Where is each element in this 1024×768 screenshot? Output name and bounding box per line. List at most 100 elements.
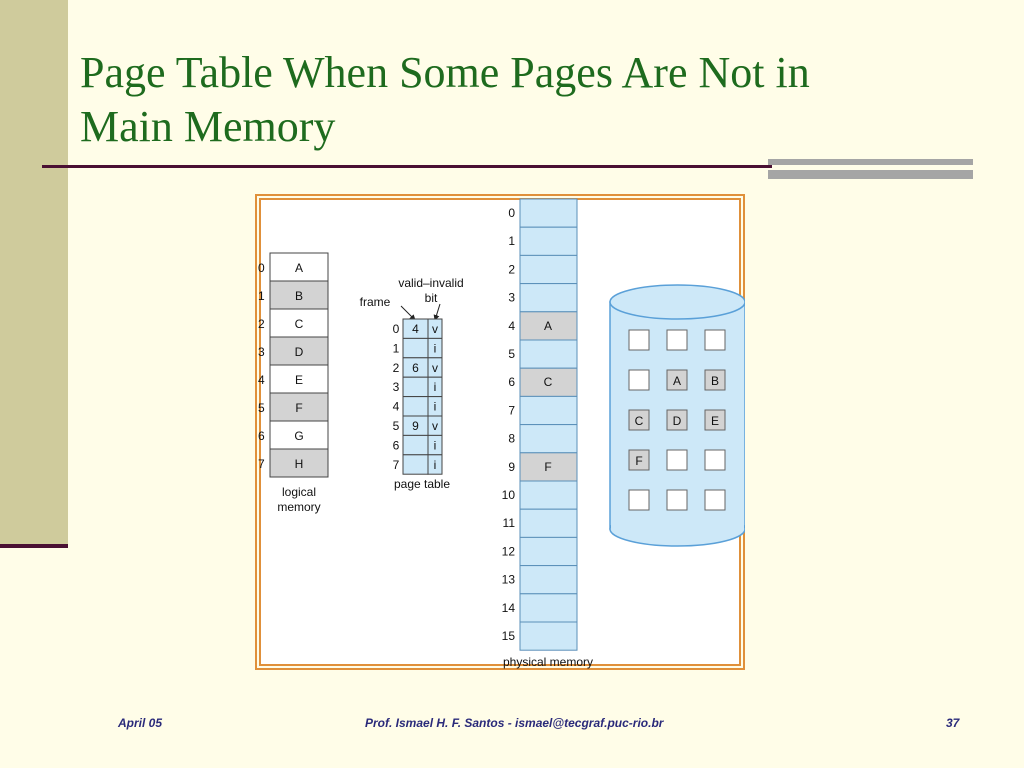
frame-arrow	[400, 305, 416, 321]
logical-page-cell	[269, 392, 329, 422]
disk-block	[628, 329, 650, 351]
title-rule-accent-top	[768, 159, 973, 165]
page-table-valid-bit: v	[432, 361, 438, 375]
physical-frame-content: C	[544, 375, 553, 389]
logical-page-index: 1	[258, 289, 265, 303]
physical-frame-index: 1	[508, 234, 515, 248]
page-table-index: 0	[393, 322, 400, 336]
physical-frame-cell	[519, 198, 578, 228]
disk-block	[666, 489, 688, 511]
disk-block	[628, 369, 650, 391]
footer-author: Prof. Ismael H. F. Santos - ismael@tecgr…	[365, 716, 664, 730]
page-table-index: 5	[393, 419, 400, 433]
physical-frame-cell	[519, 593, 578, 623]
logical-page-cell	[269, 280, 329, 310]
page-table-valid-bit: i	[434, 438, 437, 452]
disk-block	[704, 329, 726, 351]
disk-block	[704, 489, 726, 511]
disk-block-label: B	[711, 374, 719, 388]
physical-frame-index: 2	[508, 262, 515, 276]
physical-frame-index: 8	[508, 432, 515, 446]
disk-block	[704, 409, 726, 431]
disk-block	[666, 369, 688, 391]
logical-page-cell	[269, 448, 329, 478]
disk-block	[628, 409, 650, 431]
physical-frame-index: 14	[502, 601, 516, 615]
slide-title: Page Table When Some Pages Are Not in Ma…	[80, 46, 980, 154]
page-table-frame-cell	[402, 434, 429, 456]
physical-frame-index: 4	[508, 319, 515, 333]
logical-page-index: 2	[258, 317, 265, 331]
left-accent-underline	[0, 544, 68, 548]
logical-page-cell	[269, 364, 329, 394]
disk-block	[666, 449, 688, 471]
left-accent-bar	[0, 0, 68, 546]
footer-date: April 05	[118, 716, 163, 730]
slide-title-line1: Page Table When Some Pages Are Not in	[80, 48, 810, 97]
logical-page-cell	[269, 420, 329, 450]
physical-frame-index: 12	[502, 544, 516, 558]
title-rule	[42, 165, 772, 168]
physical-frame-cell	[519, 311, 578, 341]
page-table-valid-bit: i	[434, 458, 437, 472]
page-table-frame-cell	[402, 454, 429, 475]
logical-page-label: C	[295, 317, 304, 331]
page-table-frame-cell	[402, 337, 429, 359]
footer-page-number: 37	[946, 716, 960, 730]
physical-frame-index: 6	[508, 375, 515, 389]
page-table-frame-number: 6	[412, 361, 419, 375]
logical-page-cell	[269, 308, 329, 338]
physical-frame-content: F	[544, 460, 551, 474]
page-table-index: 4	[393, 400, 400, 414]
page-table-frame-number: 9	[412, 419, 419, 433]
physical-frame-cell	[519, 480, 578, 510]
logical-page-label: B	[295, 289, 303, 303]
logical-page-index: 7	[258, 457, 265, 471]
page-table-valid-bit: i	[434, 400, 437, 414]
page-table-frame-cell	[402, 396, 429, 417]
valid-invalid-label-line1: valid–invalid	[398, 276, 463, 290]
physical-frame-cell	[519, 339, 578, 369]
logical-page-label: E	[295, 373, 303, 387]
page-table-index: 1	[393, 341, 400, 355]
disk-block	[628, 489, 650, 511]
logical-page-label: G	[294, 429, 303, 443]
page-table-index: 3	[393, 380, 400, 394]
logical-page-index: 6	[258, 429, 265, 443]
logical-page-index: 3	[258, 345, 265, 359]
page-table-valid-bit: v	[432, 419, 438, 433]
disk-block	[666, 409, 688, 431]
physical-frame-index: 3	[508, 291, 515, 305]
page-table-valid-bit: i	[434, 380, 437, 394]
logical-page-index: 5	[258, 401, 265, 415]
physical-frame-cell	[519, 452, 578, 482]
valid-invalid-label-line2: bit	[425, 291, 438, 305]
page-table-frame-number: 4	[412, 322, 419, 336]
title-rule-accent-bottom	[768, 170, 973, 179]
logical-page-index: 0	[258, 261, 265, 275]
physical-frame-index: 10	[502, 488, 516, 502]
logical-page-label: F	[295, 401, 302, 415]
logical-memory-label-line1: logical	[282, 485, 316, 499]
physical-frame-cell	[519, 283, 578, 313]
disk-block-label: E	[711, 414, 719, 428]
page-table-index: 7	[393, 458, 400, 472]
disk-block-label: C	[635, 414, 644, 428]
logical-page-label: D	[295, 345, 304, 359]
physical-frame-cell	[519, 536, 578, 567]
physical-frame-cell	[519, 424, 578, 454]
frame-label: frame	[360, 295, 391, 309]
page-table-valid-bit: i	[434, 341, 437, 355]
physical-frame-index: 11	[503, 516, 516, 530]
physical-frame-cell	[519, 226, 578, 256]
physical-frame-cell	[519, 395, 578, 426]
slide-title-line2: Main Memory	[80, 102, 336, 151]
physical-frame-index: 9	[508, 460, 515, 474]
physical-frame-cell	[519, 254, 578, 285]
page-table-index: 2	[393, 361, 400, 375]
